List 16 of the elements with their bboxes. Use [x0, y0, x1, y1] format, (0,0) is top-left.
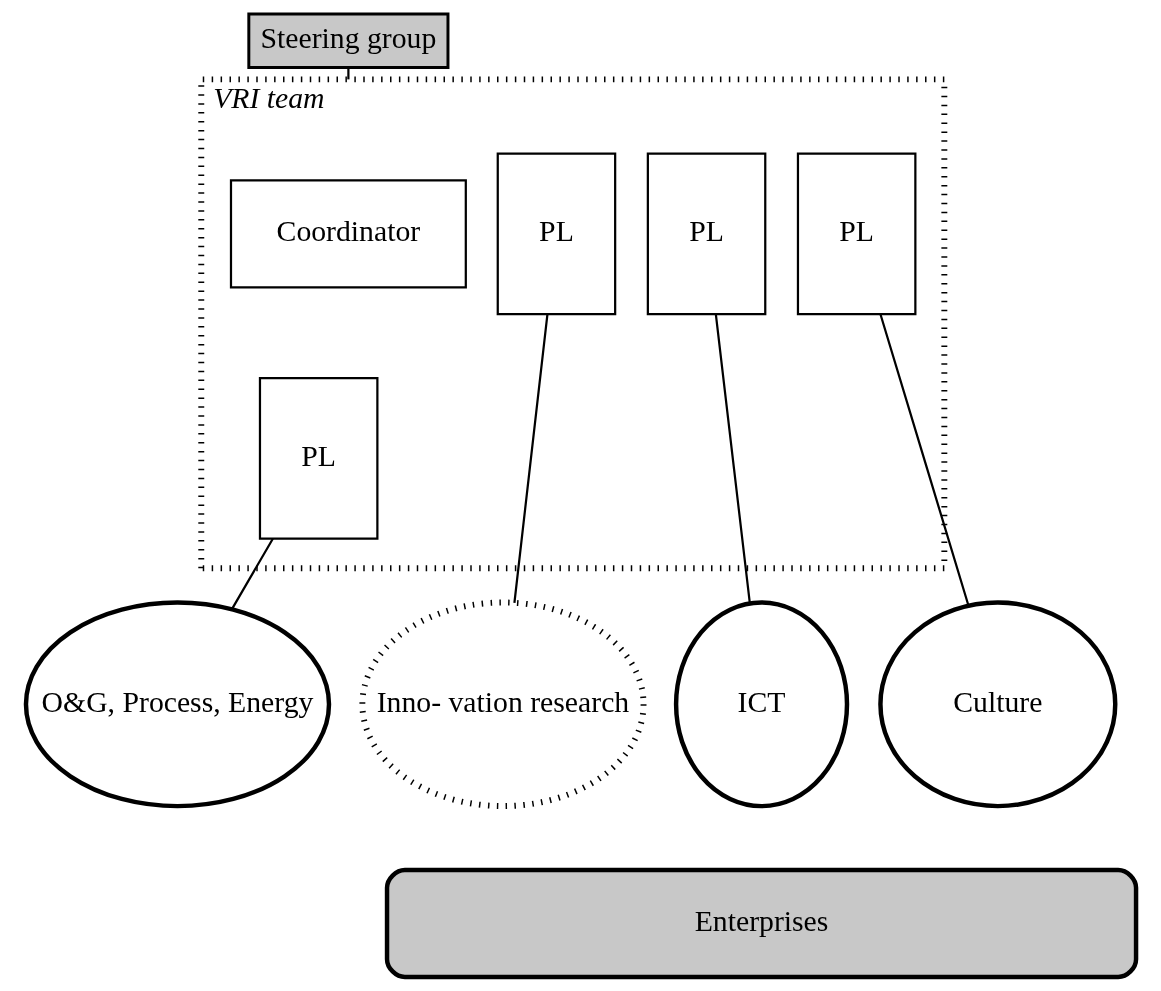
node-box: PL [496, 152, 616, 316]
connector [714, 314, 751, 604]
node-box: PL [796, 152, 916, 316]
connector [512, 314, 548, 603]
node-ellipse: Inno- vation research [358, 599, 646, 810]
node-box: PL [258, 376, 378, 540]
node-ellipse: Culture [877, 600, 1117, 809]
node-ellipse: ICT [673, 600, 849, 809]
node-box: Enterprises [384, 867, 1138, 980]
connector [879, 314, 970, 607]
node-box: Steering group [246, 12, 449, 69]
node-box: PL [646, 152, 766, 316]
node-box: Coordinator [229, 179, 467, 289]
node-ellipse: O&G, Process, Energy [23, 600, 331, 809]
connector [230, 538, 274, 610]
connector [346, 67, 349, 80]
